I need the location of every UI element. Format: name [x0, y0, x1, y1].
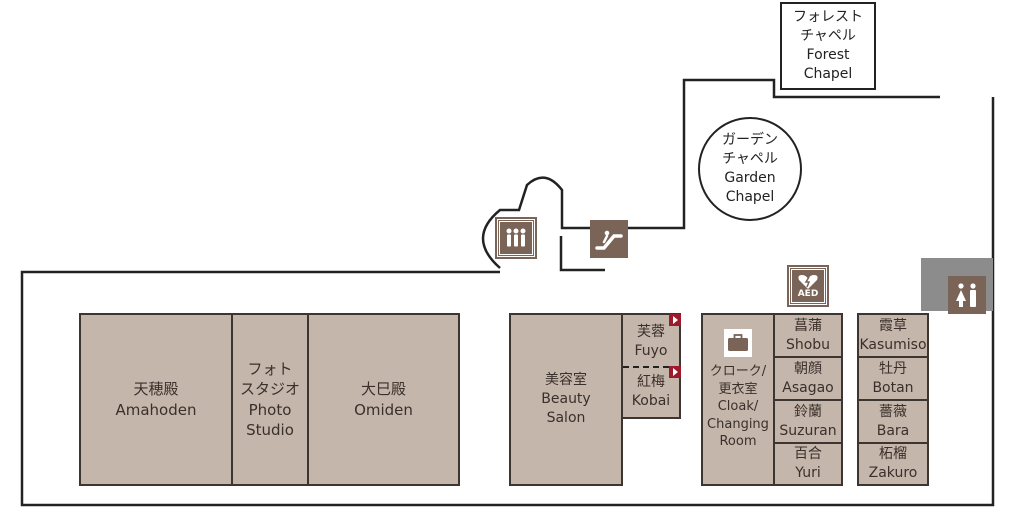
room-omiden-en: Omiden: [354, 400, 413, 419]
garden-chapel-jp2: チャペル: [722, 151, 778, 168]
aed-label: AED: [797, 288, 819, 299]
room-fuyo-en: Fuyo: [634, 342, 668, 359]
restroom-figures-icon: [956, 283, 976, 307]
room-bara-en: Bara: [876, 422, 910, 439]
forest-chapel-en2: Chapel: [803, 65, 853, 82]
forest-chapel-jp2: チャペル: [800, 28, 856, 45]
room-yuri-jp: 百合: [794, 446, 822, 463]
room-omiden-jp: 大巳殿: [360, 380, 406, 399]
room-asagao-jp: 朝顔: [794, 360, 822, 377]
kobai-entrance-marker: [669, 366, 681, 378]
room-fuyo[interactable]: 芙蓉 Fuyo: [621, 313, 681, 368]
room-suzuran-jp: 鈴蘭: [794, 403, 822, 420]
room-photo-studio[interactable]: フォト スタジオ Photo Studio: [231, 313, 309, 486]
room-zakuro-jp: 柘榴: [879, 446, 907, 463]
room-photo-en2: Studio: [246, 420, 294, 439]
room-kobai-en: Kobai: [631, 393, 671, 409]
room-beauty-jp: 美容室: [545, 372, 587, 389]
fuyo-entrance-marker: [669, 314, 681, 326]
inner-wall: [559, 236, 605, 272]
room-cloak-jp1: クローク/: [709, 364, 767, 379]
forest-chapel-en1: Forest: [806, 47, 850, 63]
room-cloak[interactable]: クローク/ 更衣室 Cloak/ Changing Room: [701, 313, 775, 486]
garden-chapel[interactable]: ガーデン チャペル Garden Chapel: [698, 117, 802, 221]
fuyo-kobai-divider: [623, 366, 679, 368]
room-cloak-jp2: 更衣室: [718, 381, 758, 397]
forest-chapel[interactable]: フォレスト チャペル Forest Chapel: [780, 2, 876, 90]
aed-icon[interactable]: AED: [787, 265, 829, 307]
room-fuyo-jp: 芙蓉: [637, 323, 665, 340]
room-shobu-en: Shobu: [785, 336, 831, 353]
room-beauty-en1: Beauty: [541, 391, 591, 408]
room-asagao-en: Asagao: [782, 379, 834, 396]
escalator-icon[interactable]: [590, 220, 628, 258]
room-zakuro-en: Zakuro: [868, 465, 918, 481]
room-photo-en1: Photo: [248, 400, 292, 419]
upper-wall: [481, 78, 940, 269]
room-shobu[interactable]: 菖蒲 Shobu: [773, 313, 843, 358]
room-botan-jp: 牡丹: [879, 360, 907, 377]
aed-heart-icon: [798, 274, 818, 289]
room-beauty-salon[interactable]: 美容室 Beauty Salon: [509, 313, 623, 486]
elevator-figures-icon: [506, 228, 526, 247]
room-botan-en: Botan: [872, 379, 914, 396]
garden-chapel-en2: Chapel: [725, 188, 775, 205]
room-bara[interactable]: 薔薇 Bara: [857, 399, 929, 444]
room-kobai-jp: 紅梅: [637, 374, 665, 391]
garden-chapel-en1: Garden: [724, 170, 776, 186]
room-zakuro[interactable]: 柘榴 Zakuro: [857, 442, 929, 486]
room-amahoden-jp: 天穂殿: [133, 380, 179, 399]
room-omiden[interactable]: 大巳殿 Omiden: [307, 313, 460, 486]
room-yuri-en: Yuri: [795, 465, 821, 481]
room-beauty-en2: Salon: [546, 409, 586, 426]
garden-chapel-jp1: ガーデン: [722, 132, 778, 149]
room-yuri[interactable]: 百合 Yuri: [773, 442, 843, 486]
room-amahoden-en: Amahoden: [115, 400, 197, 419]
escalator-stairs-icon: [595, 230, 623, 250]
room-kasumiso-jp: 霞草: [879, 317, 907, 334]
room-bara-jp: 薔薇: [879, 403, 907, 420]
restroom-icon[interactable]: [948, 276, 986, 314]
room-suzuran[interactable]: 鈴蘭 Suzuran: [773, 399, 843, 444]
room-photo-jp1: フォト: [247, 360, 293, 378]
room-cloak-en3: Room: [719, 434, 757, 450]
room-cloak-en1: Cloak/: [717, 399, 759, 415]
room-shobu-jp: 菖蒲: [794, 317, 822, 334]
room-suzuran-en: Suzuran: [779, 422, 837, 439]
forest-chapel-jp1: フォレスト: [793, 9, 863, 26]
room-photo-jp2: スタジオ: [239, 380, 300, 399]
room-amahoden[interactable]: 天穂殿 Amahoden: [79, 313, 233, 486]
luggage-icon: [724, 329, 752, 357]
room-kasumiso[interactable]: 霞草 Kasumiso: [857, 313, 929, 358]
outer-wall: [20, 97, 995, 507]
room-botan[interactable]: 牡丹 Botan: [857, 356, 929, 401]
luggage-shape-icon: [728, 334, 748, 351]
room-asagao[interactable]: 朝顔 Asagao: [773, 356, 843, 401]
room-cloak-en2: Changing: [707, 416, 769, 432]
room-kasumiso-en: Kasumiso: [859, 336, 927, 353]
elevator-icon[interactable]: [495, 217, 537, 259]
